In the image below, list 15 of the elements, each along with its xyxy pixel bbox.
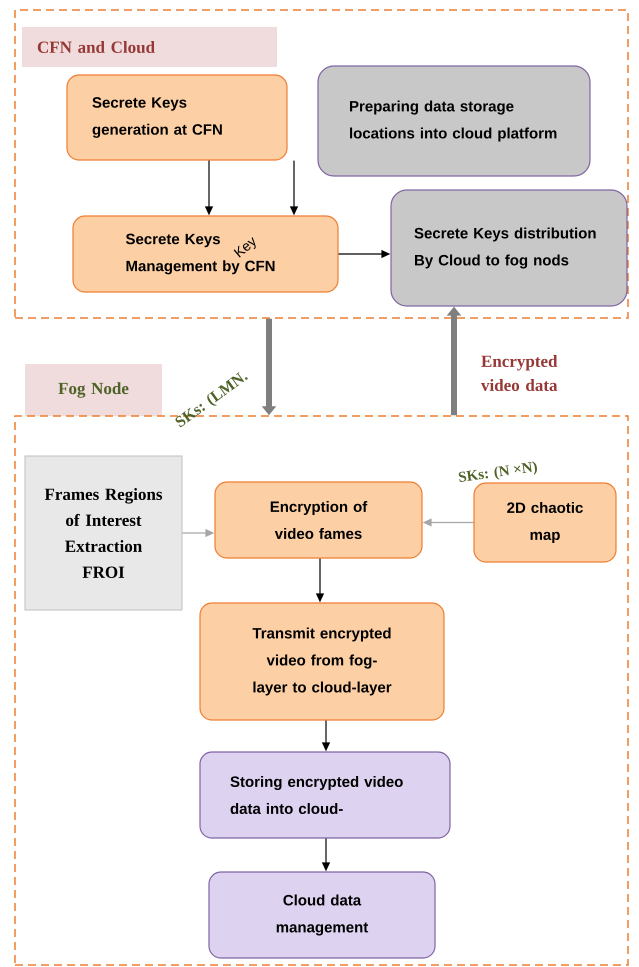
dashed-frame	[14, 9, 629, 319]
process-box: Encryption of video fames	[214, 481, 423, 559]
beveled-box: Frames Regions of Interest Extraction FROI	[24, 456, 182, 610]
process-box: Storing encrypted video data into cloud-	[199, 751, 451, 839]
overlapping-word: Key	[234, 237, 256, 258]
process-box: Secrete Keys generation at CFN	[66, 74, 288, 161]
process-box: Transmit encrypted video from fog-layer to cloud-layer	[199, 602, 445, 721]
edge-label: SKs: (N ×N)	[458, 461, 537, 482]
process-box: Cloud data management	[208, 871, 436, 959]
edge-label: Encrypted video data	[481, 355, 558, 391]
heading-band: Fog Node	[25, 364, 162, 416]
process-box: Secrete Keys distribution By Cloud to fog nods	[390, 189, 628, 307]
process-box: 2D chaotic map	[473, 482, 617, 563]
heading-band: CFN and Cloud	[22, 27, 277, 67]
process-box: Preparing data storage locations into cloud platform	[317, 65, 591, 177]
